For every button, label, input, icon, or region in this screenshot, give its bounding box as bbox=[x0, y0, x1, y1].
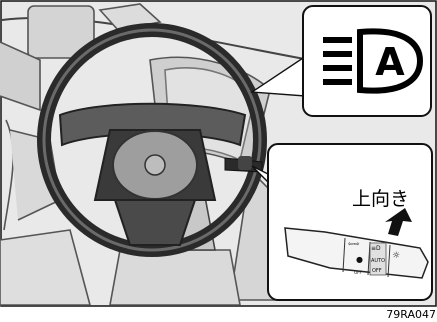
sun-symbol: ☼ bbox=[392, 251, 400, 261]
lever-callout: 上向き ⇦⇨ ● ≡D AUTO OFF ☼ OFF bbox=[268, 144, 432, 300]
auto-high-beam-letter: A bbox=[375, 40, 405, 84]
figure-code: 79RA047 bbox=[386, 308, 436, 321]
fog-off-label: OFF bbox=[354, 270, 362, 275]
direction-label: 上向き bbox=[352, 188, 409, 210]
off-label: OFF bbox=[372, 268, 382, 274]
auto-label: AUTO bbox=[371, 258, 385, 264]
turn-signal-symbol: ⇦⇨ bbox=[348, 240, 360, 248]
indicator-callout: A bbox=[303, 6, 431, 116]
switch-on-mark: ● bbox=[356, 255, 363, 264]
beam-label: ≡D bbox=[371, 245, 381, 252]
